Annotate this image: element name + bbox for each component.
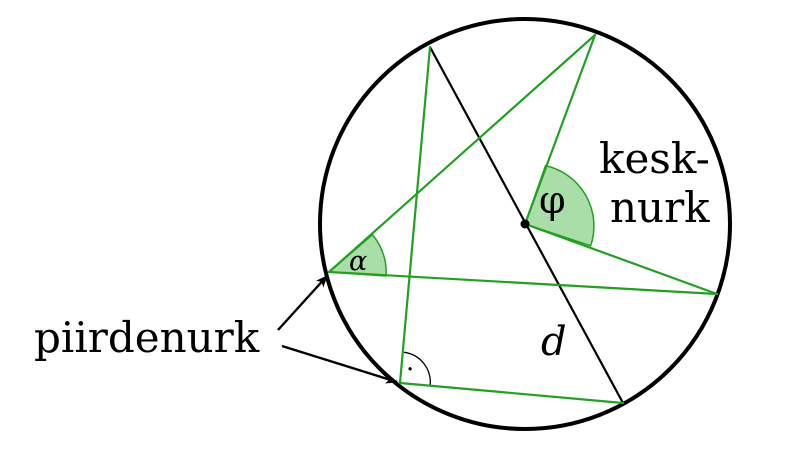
arrow-to-right-angle bbox=[281, 344, 398, 384]
chords bbox=[327, 33, 719, 405]
chord-alpha-upper bbox=[327, 33, 597, 274]
chord-right-lower bbox=[398, 381, 625, 405]
central-angle-label-line2: nurk bbox=[610, 183, 710, 232]
phi-label: φ bbox=[539, 178, 566, 222]
radius-upper bbox=[523, 33, 597, 226]
right-angle-arc bbox=[403, 351, 431, 387]
right-angle-dot: · bbox=[406, 355, 414, 385]
radius-lower bbox=[523, 222, 719, 296]
central-angle-label-line1: kesk- bbox=[599, 134, 710, 183]
central-angle-sector bbox=[524, 164, 595, 247]
arrow-to-alpha bbox=[277, 275, 328, 331]
chord-right-upper bbox=[398, 45, 432, 385]
chord-alpha-lower bbox=[327, 270, 719, 296]
center-point bbox=[520, 219, 530, 229]
inscribed-angle-label: piirdenurk bbox=[34, 313, 260, 362]
circle bbox=[318, 17, 732, 431]
diameter-label: d bbox=[541, 319, 567, 365]
alpha-label: α bbox=[349, 246, 367, 277]
